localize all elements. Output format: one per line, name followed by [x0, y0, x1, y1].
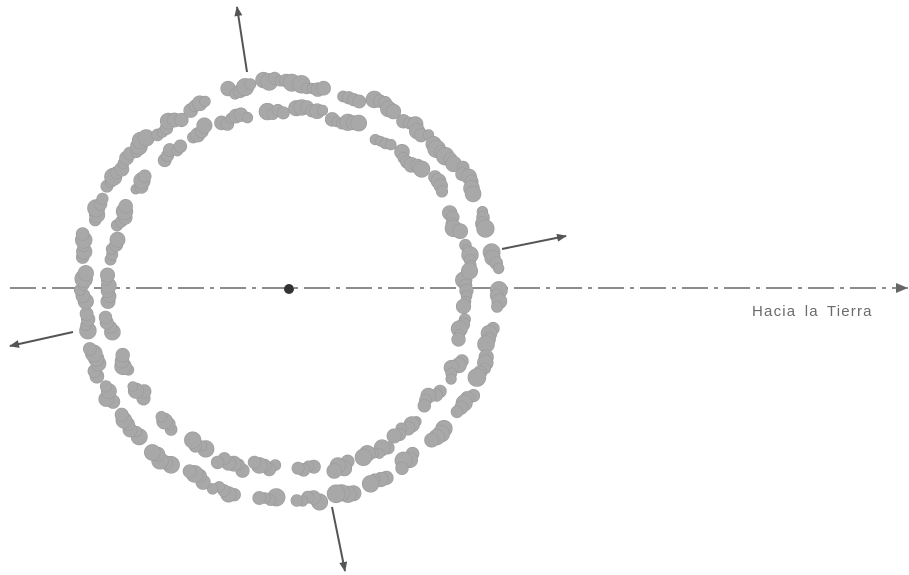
cloud-clump — [131, 170, 151, 194]
cloud-clump — [184, 96, 211, 118]
cloud-clump — [105, 232, 125, 265]
cloud-clump — [397, 114, 434, 142]
cloud-clump — [355, 440, 394, 466]
cloud-clump — [115, 408, 147, 445]
line-of-sight-arrowhead — [896, 283, 908, 293]
cloud-clump — [490, 281, 507, 312]
cloud-clump — [248, 456, 281, 476]
cloud-clump — [99, 311, 120, 340]
cloud-clump — [88, 193, 109, 226]
cloud-clump — [483, 244, 504, 274]
expansion-arrow-left — [10, 332, 73, 346]
cloud-clump — [362, 471, 393, 492]
toward-earth-label: Hacia la Tierra — [752, 303, 873, 320]
cloud-clump — [292, 460, 321, 476]
cloud-clump — [144, 444, 179, 473]
cloud-clump — [451, 389, 480, 417]
cloud-clump — [99, 381, 120, 409]
cloud-clump — [325, 112, 367, 131]
cloud-clump — [187, 118, 212, 143]
cloud-clump — [289, 100, 328, 119]
cloud-clump — [468, 350, 494, 387]
cloud-clump — [366, 91, 401, 119]
cloud-clump — [211, 452, 249, 477]
cloud-clump — [120, 130, 155, 165]
cloud-clump — [80, 307, 97, 339]
expansion-arrow-top — [237, 7, 247, 72]
expansion-arrow-bottom — [332, 507, 345, 571]
cloud-clump — [184, 432, 214, 457]
cloud-clump — [387, 416, 421, 443]
cloud-clump — [293, 75, 331, 96]
cloud-clump — [451, 314, 471, 347]
cloud-clump — [215, 108, 253, 131]
cloud-clump — [83, 342, 106, 383]
cloud-clump — [426, 136, 462, 172]
cloud-clump — [291, 491, 328, 511]
cloud-clump — [156, 411, 177, 435]
cloud-clump — [327, 485, 361, 503]
cloud-clump — [460, 239, 479, 279]
cloud-clump — [425, 420, 453, 447]
cloud-clump — [111, 199, 133, 231]
cloud-clump — [115, 348, 134, 375]
cloud-clump — [429, 171, 448, 198]
cloud-clump — [327, 455, 354, 479]
cloud-clump — [152, 113, 189, 141]
cloud-clump — [128, 382, 151, 406]
cloud-clump — [478, 322, 500, 353]
cloud-clump — [158, 140, 187, 167]
cloud-clump — [259, 103, 289, 120]
cloud-clump — [475, 206, 494, 237]
cloud-clump — [456, 161, 482, 202]
cloud-clump — [253, 489, 285, 507]
cloud-clump — [74, 265, 93, 309]
cloud-clump — [418, 385, 447, 412]
cloud-clump — [75, 228, 92, 264]
cloud-clump — [207, 481, 240, 502]
cloud-clump — [221, 78, 256, 99]
cloud-clump — [370, 134, 396, 150]
cloud-clump — [442, 206, 467, 239]
cloud-clump — [338, 91, 366, 108]
cloud-clump — [100, 268, 116, 309]
cloud-clump — [183, 465, 210, 490]
expansion-arrow-right — [502, 236, 566, 249]
cloud-clump — [444, 355, 468, 385]
cloud-clump — [395, 144, 430, 177]
cloud-clump — [395, 447, 419, 474]
center-dot — [284, 284, 294, 294]
